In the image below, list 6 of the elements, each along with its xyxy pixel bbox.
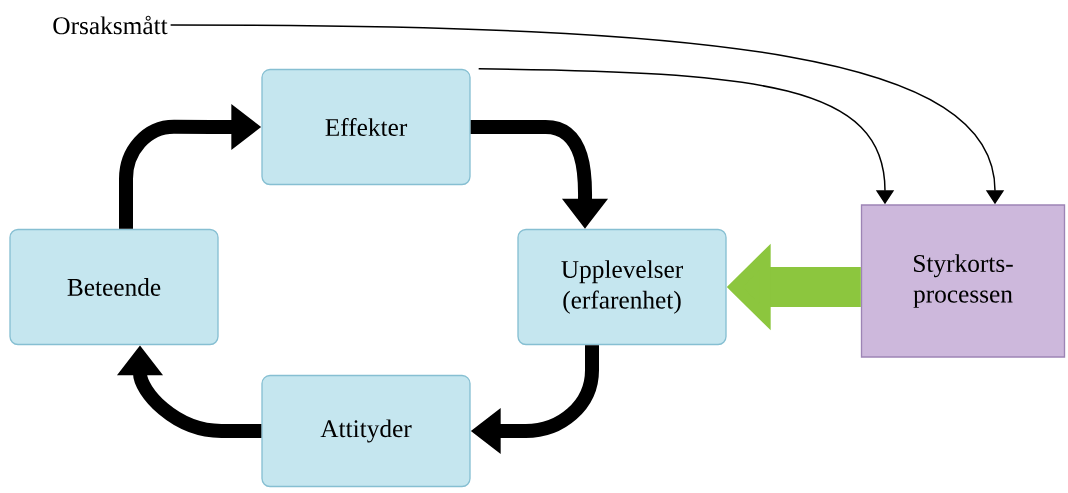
process-box: Upplevelser (erfarenhet) — [517, 228, 727, 346]
process-box: Beteende — [9, 228, 219, 346]
text-label: Orsaksmått — [53, 15, 168, 35]
process-box: Effekter — [261, 68, 471, 186]
process-box: Styrkorts- processen — [860, 204, 1066, 358]
process-box: Attityder — [261, 374, 471, 488]
